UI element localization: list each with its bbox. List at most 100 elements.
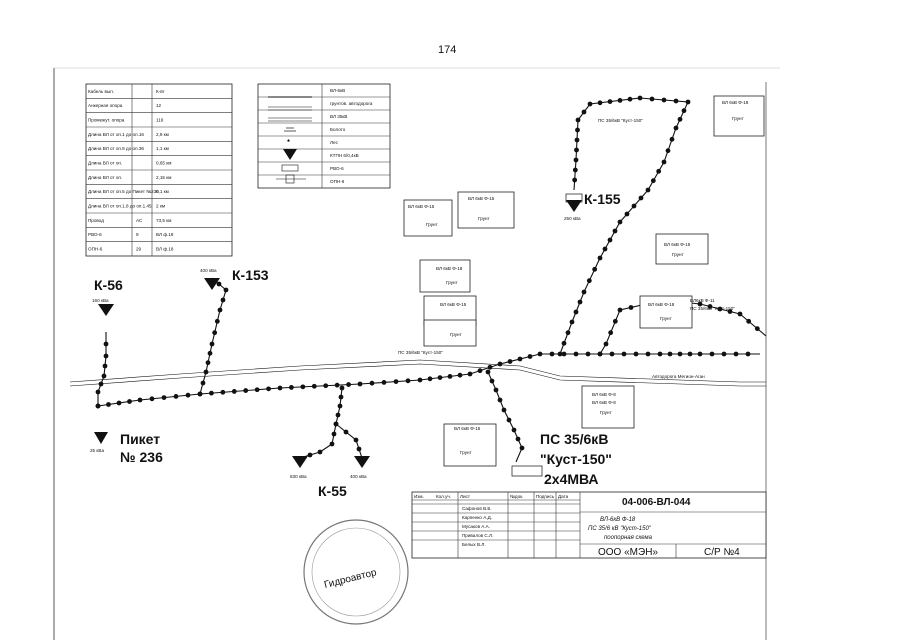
pole-marker [721, 351, 727, 357]
pole-marker [586, 278, 592, 284]
title-block-column-header: №док. [510, 494, 523, 499]
pole-marker [597, 351, 603, 357]
pole-marker [608, 330, 614, 336]
legend-label: грунтов. автодорога [330, 101, 373, 106]
pole-marker [485, 369, 491, 375]
label-k55: К-55 [318, 483, 347, 499]
pole-marker [197, 391, 203, 397]
svg-text:ПС 35/6кВ: ПС 35/6кВ [540, 431, 608, 447]
pole-marker [587, 101, 593, 107]
drawing-code: 04-006-ВЛ-044 [622, 497, 691, 508]
svg-text:Грунт: Грунт [600, 410, 613, 415]
legend-cell: Длина ВЛ от оп.1 до оп.16 [88, 132, 144, 137]
pole-marker [338, 394, 344, 400]
svg-text:поопорная схема: поопорная схема [604, 535, 653, 541]
pole-marker [727, 309, 733, 314]
road-meginon-agan: Автодорога Мегион-Аган [69, 359, 766, 387]
pole-marker [527, 354, 533, 359]
pole-marker [645, 351, 651, 357]
pole-marker [572, 167, 578, 173]
pole-marker [254, 387, 260, 393]
svg-text:Грунт: Грунт [450, 332, 463, 337]
pole-marker [697, 301, 703, 307]
pole-marker [457, 372, 463, 378]
pole-marker [650, 178, 656, 184]
title-block-name: Сафонов В.Б. [462, 506, 492, 511]
pole-marker [733, 351, 739, 357]
pole-marker [575, 127, 580, 133]
svg-text:ВЛ 6кВ Ф-18: ВЛ 6кВ Ф-18 [436, 266, 463, 271]
pole-marker [612, 318, 618, 324]
pole-marker [565, 330, 571, 336]
pole-marker [585, 351, 591, 357]
pole-marker [339, 385, 345, 391]
legend-cell: ВЛ ф.18 [156, 232, 174, 237]
svg-text:ВЛ 6кВ Ф-18: ВЛ 6кВ Ф-18 [648, 302, 675, 307]
legend-label: Лес [330, 140, 339, 145]
legend-cell: 0,1 км [156, 189, 169, 194]
pole-marker [746, 318, 752, 324]
pole-marker [573, 309, 579, 315]
svg-text:ПС 35/6 кВ "Куст-150": ПС 35/6 кВ "Куст-150" [588, 526, 652, 532]
pole-marker [621, 351, 627, 357]
pole-marker [209, 341, 215, 347]
pole-marker [447, 374, 453, 379]
pole-marker [173, 394, 179, 399]
pole-marker [574, 137, 580, 143]
pole-marker [102, 363, 108, 369]
pole-marker [417, 377, 423, 383]
pole-marker [656, 168, 662, 174]
legend-cell: 2 км [156, 204, 165, 209]
pole-marker [628, 305, 634, 310]
svg-text:ВЛ 6кВ Ф-18: ВЛ 6кВ Ф-18 [722, 100, 749, 105]
callout-boxes: ВЛ 6кВ Ф-15 Грунт ВЛ 6кВ Ф-15 Грунт ВЛ 6… [398, 95, 765, 467]
legend-cell: Длина ВЛ от оп. [88, 175, 122, 180]
legend-cell: 116 [156, 118, 164, 123]
title-block-column-header: Дата [558, 494, 569, 499]
pole-marker [607, 237, 613, 243]
pole-marker [633, 351, 639, 357]
label-k155: К-155 [584, 191, 621, 207]
pole-marker [537, 351, 543, 357]
legend-cell: К-вт [156, 89, 166, 94]
svg-text:2х4МВА: 2х4МВА [544, 471, 599, 487]
legend-cell: 29 [136, 247, 142, 252]
pole-marker [334, 382, 340, 388]
title-block-name: Белых В.Л. [462, 542, 486, 547]
pole-marker [106, 402, 111, 407]
legend-cell: Анкерная опора [88, 103, 123, 108]
pole-marker [289, 385, 294, 390]
pole-marker [101, 373, 107, 379]
pole-marker [638, 195, 644, 201]
title-block-column-header: Изм. [414, 494, 424, 499]
pole-marker [103, 341, 109, 347]
pole-marker [745, 351, 751, 357]
pole-marker [627, 96, 633, 102]
pole-marker [220, 297, 226, 303]
legend-cell: Промежут. опора [88, 118, 125, 123]
pole-marker [203, 369, 209, 375]
legend-label: ВЛ 35кВ [330, 114, 348, 119]
svg-text:Грунт: Грунт [426, 222, 439, 227]
legend-cell: ОПН-6 [88, 247, 103, 252]
pole-marker [331, 431, 337, 437]
svg-text:Грунт: Грунт [460, 450, 473, 455]
arrester-icon [281, 164, 299, 172]
pole-marker [95, 403, 101, 409]
pole-marker [677, 116, 683, 122]
road-label: Автодорога Мегион-Аган [652, 374, 705, 379]
pole-marker [353, 437, 359, 443]
title-block-column-header: Кол.уч. [436, 494, 451, 499]
pole-marker [223, 287, 229, 293]
legend-label: ВЛ-6кВ [330, 88, 345, 93]
svg-text:ПС 35/6кВ "Куст-150": ПС 35/6кВ "Куст-150" [598, 118, 643, 123]
pole-marker [207, 350, 213, 356]
pole-marker [477, 368, 483, 374]
svg-text:Гидроавтор: Гидроавтор [323, 567, 378, 591]
pole-marker [95, 389, 101, 395]
svg-text:160 кВа: 160 кВа [92, 298, 109, 303]
org-name: ООО «МЭН» [598, 547, 658, 558]
stamp: Гидроавтор [303, 519, 409, 625]
pole-marker [507, 359, 513, 364]
